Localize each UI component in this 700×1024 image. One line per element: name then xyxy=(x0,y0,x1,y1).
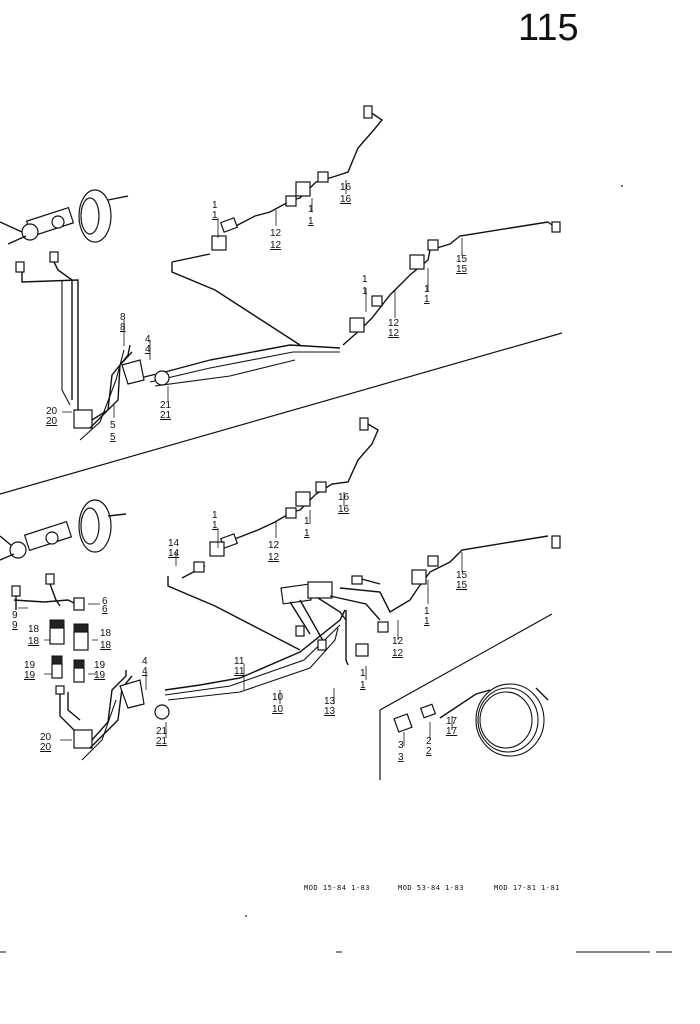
label-lower-14-dup: 14 xyxy=(168,548,180,559)
label-lower-20: 20 xyxy=(40,732,52,743)
label-lower-18b: 18 xyxy=(100,628,112,639)
label-lower-11: 11 xyxy=(234,656,245,667)
label-lower-10-dup: 10 xyxy=(272,704,284,715)
label-upper-16: 16 xyxy=(340,182,352,193)
fittings-group-lower xyxy=(11,573,89,683)
label-lower-3: 3 xyxy=(398,740,404,751)
union-fitting-2 xyxy=(419,703,437,719)
label-upper-12-dup: 12 xyxy=(270,240,282,251)
label-lower-13: 13 xyxy=(324,696,336,707)
label-lower-1a-dup: 1 xyxy=(212,520,218,531)
label-upper-15-dup: 15 xyxy=(456,264,468,275)
label-upper-1b-dup: 1 xyxy=(308,216,314,227)
label-upper-15: 15 xyxy=(456,254,468,265)
label-lower-17: 17 xyxy=(446,716,458,727)
label-lower-19b: 19 xyxy=(94,660,106,671)
hose-fitting-upper-1 xyxy=(219,217,239,233)
label-lower-1b: 1 xyxy=(304,516,310,527)
inset-divider-diagonal xyxy=(379,613,553,711)
label-lower-19b-dup: 19 xyxy=(94,670,106,681)
label-upper-1a-dup: 1 xyxy=(212,210,218,221)
label-lower-9: 9 xyxy=(12,610,18,621)
distribution-block-upper xyxy=(73,409,93,429)
label-upper-1d: 1 xyxy=(424,284,430,295)
hex-fitting-18a xyxy=(49,619,65,629)
label-lower-10: 10 xyxy=(272,692,284,703)
label-lower-15-dup: 15 xyxy=(456,580,468,591)
label-upper-5-dup: 5 xyxy=(110,432,116,443)
union-fitting-3 xyxy=(393,713,413,733)
label-lower-3-dup: 3 xyxy=(398,752,404,763)
dot-mark-2 xyxy=(621,185,623,187)
label-lower-12: 12 xyxy=(268,540,280,551)
label-lower-1d-dup: 1 xyxy=(360,680,366,691)
label-lower-21-dup: 21 xyxy=(156,736,168,747)
label-lower-1c-dup: 1 xyxy=(424,616,430,627)
label-lower-4: 4 xyxy=(142,656,148,667)
label-upper-8: 8 xyxy=(120,312,126,323)
label-upper-16-dup: 16 xyxy=(340,194,352,205)
label-lower-14: 14 xyxy=(168,538,180,549)
distribution-block-lower xyxy=(73,729,93,749)
label-upper-8-dup: 8 xyxy=(120,322,126,333)
label-lower-6: 6 xyxy=(102,596,108,607)
label-lower-20-dup: 20 xyxy=(40,742,52,753)
page-number: 115 xyxy=(518,7,579,49)
label-lower-16: 16 xyxy=(338,492,350,503)
label-lower-19a: 19 xyxy=(24,660,36,671)
label-upper-21: 21 xyxy=(160,400,172,411)
label-lower-18a-dup: 18 xyxy=(28,636,40,647)
label-upper-1c-dup: 1 xyxy=(362,286,368,297)
valve-block-lower xyxy=(280,575,387,651)
label-upper-12b-dup: 12 xyxy=(388,328,400,339)
label-lower-11-dup: 11 xyxy=(234,666,245,677)
label-lower-1c: 1 xyxy=(424,606,430,617)
label-upper-20: 20 xyxy=(46,406,58,417)
label-lower-18b-dup: 18 xyxy=(100,640,112,651)
label-lower-16-dup: 16 xyxy=(338,504,350,515)
label-lower-1b-dup: 1 xyxy=(304,528,310,539)
hex-fitting-19a xyxy=(51,655,63,665)
master-cylinder-upper xyxy=(0,189,129,245)
label-lower-2: 2 xyxy=(426,736,432,747)
rear-brake-line-upper xyxy=(139,253,341,379)
dot-mark xyxy=(245,915,247,917)
label-lower-1d: 1 xyxy=(360,668,366,679)
label-lower-2-dup: 2 xyxy=(426,746,432,757)
label-upper-21-dup: 21 xyxy=(160,410,172,421)
footer-model-1: MOD 15-84 1-83 xyxy=(304,884,370,892)
footer-model-3: MOD 17-81 1-81 xyxy=(494,884,560,892)
label-lower-12-dup: 12 xyxy=(268,552,280,563)
label-lower-4-dup: 4 xyxy=(142,666,148,677)
label-lower-17-dup: 17 xyxy=(446,726,458,737)
label-lower-12b-dup: 12 xyxy=(392,648,404,659)
label-upper-12b: 12 xyxy=(388,318,400,329)
section-divider xyxy=(0,332,563,495)
label-lower-1a: 1 xyxy=(212,510,218,521)
label-lower-12b: 12 xyxy=(392,636,404,647)
master-cylinder-lower xyxy=(0,499,127,561)
label-lower-15: 15 xyxy=(456,570,468,581)
label-upper-1d-dup: 1 xyxy=(424,294,430,305)
label-lower-13-dup: 13 xyxy=(324,706,336,717)
label-lower-21: 21 xyxy=(156,726,168,737)
label-upper-1a: 1 xyxy=(212,200,218,211)
label-lower-19a-dup: 19 xyxy=(24,670,36,681)
label-upper-12: 12 xyxy=(270,228,282,239)
coiled-brake-line-inset xyxy=(439,683,549,757)
label-upper-20-dup: 20 xyxy=(46,416,58,427)
label-lower-18a: 18 xyxy=(28,624,40,635)
label-upper-1b: 1 xyxy=(308,204,314,215)
label-upper-4-dup: 4 xyxy=(145,344,151,355)
label-upper-1c: 1 xyxy=(362,274,368,285)
footer-model-2: MOD 53-84 1-83 xyxy=(398,884,464,892)
lower-assembly: 16 16 1 1 12 12 1 1 14 14 15 15 1 1 12 1… xyxy=(0,417,561,763)
label-lower-9-dup: 9 xyxy=(12,620,18,631)
label-lower-6-dup: 6 xyxy=(102,604,108,615)
label-upper-4: 4 xyxy=(145,334,151,345)
upper-assembly: 1 1 12 12 16 16 1 1 15 15 1 1 1 1 12 12 … xyxy=(0,105,561,443)
label-upper-5: 5 xyxy=(110,420,116,431)
bracket-part-4-upper xyxy=(121,359,145,385)
